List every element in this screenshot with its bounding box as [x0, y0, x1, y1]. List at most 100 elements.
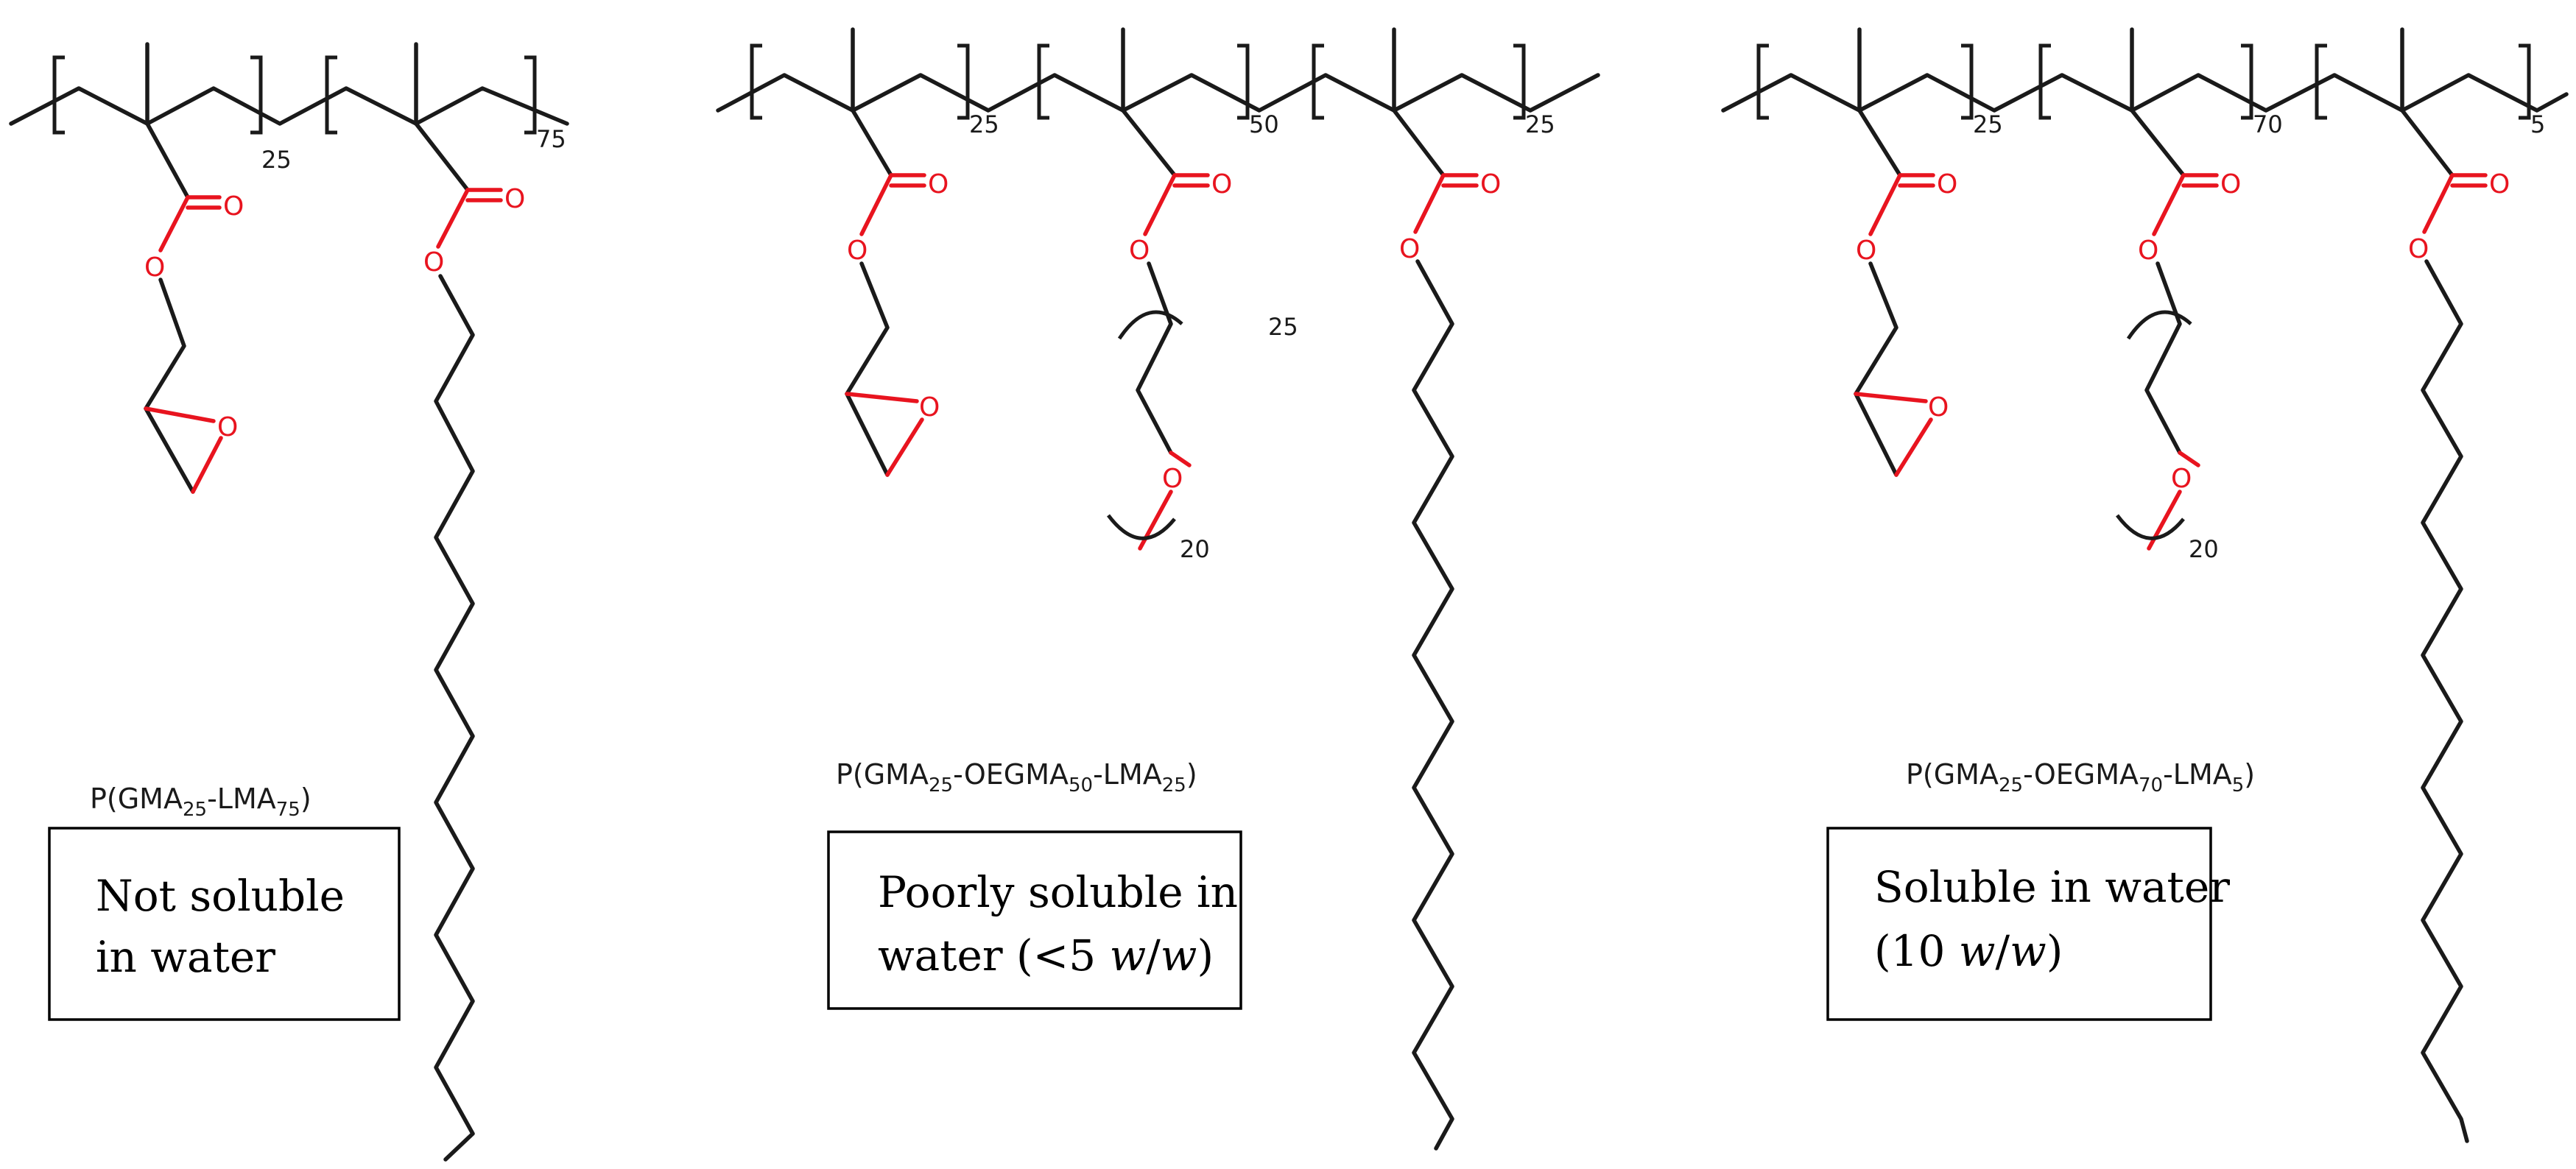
polymer-3-subscript-3: 5: [2530, 110, 2545, 138]
polymer-3-oxygen-ester-2: O: [2138, 236, 2158, 266]
polymer-3-epoxide-bond-a: [1854, 392, 1928, 403]
polymer-2-backbone: [716, 73, 1600, 113]
polymer-1-oxygen-epoxide: O: [217, 412, 238, 442]
polymer-2-bracket-open-1: [750, 43, 762, 120]
polymer-2-epoxide-bond-b: [885, 417, 924, 477]
polymer-2-peg-o-bond-a: [1169, 451, 1192, 467]
polymer-2-bracket-open-3: [1312, 43, 1324, 120]
polymer-1-subscript-1: 25: [261, 146, 292, 174]
polymer-3-lauryl-chain: [2421, 259, 2469, 1143]
polymer-3-subscript-2: 70: [2253, 110, 2283, 138]
polymer-2-oxygen-carbonyl-2: O: [1211, 169, 1232, 199]
polymer-3-bracket-open-1: [1756, 43, 1769, 120]
polymer-1-bracket-open-2: [325, 55, 337, 135]
polymer-3-peg-chain: [2144, 261, 2182, 455]
polymer-2-oxygen-peg: O: [1162, 464, 1183, 494]
polymer-2-bracket-close-3: [1513, 43, 1526, 120]
polymer-3-peg-paren-close: [2116, 514, 2185, 540]
polymer-2-lauryl-chain: [1412, 259, 1454, 1151]
polymer-3-oxygen-epoxide: O: [1928, 392, 1949, 423]
polymer-2-lma-bond: [1392, 108, 1446, 177]
polymer-1-lma-bond: [414, 121, 470, 192]
polymer-2-oxygen-carbonyl-1: O: [928, 169, 949, 199]
polymer-2-lma-ester-bond: [1413, 173, 1446, 234]
polymer-3-gma-ester-bond: [1868, 173, 1902, 236]
polymer-1-oxygen-ester-1: O: [144, 252, 165, 283]
polymer-1-gma-bond: [145, 121, 190, 199]
polymer-1-solubility-line-1: Not soluble: [96, 871, 345, 921]
polymer-3-lma-ester-bond: [2422, 173, 2454, 234]
polymer-3-gma-chain: [1854, 261, 1898, 396]
polymer-3-oxygen-carbonyl-1: O: [1937, 169, 1957, 199]
polymer-1-solubility-box: Not soluble in water: [48, 827, 401, 1021]
polymer-2-peg-chain: [1136, 261, 1173, 455]
polymer-3-gma-bond: [1857, 108, 1902, 177]
polymer-1-oxygen-ester-2: O: [423, 247, 444, 278]
polymer-2-bracket-close-2: [1237, 43, 1250, 120]
polymer-2-subscript-2: 50: [1249, 110, 1279, 138]
polymer-3-solubility-line-2: (10 w/w): [1874, 926, 2063, 976]
polymer-3-bracket-close-1: [1961, 43, 1974, 120]
polymer-2-gma-ester-bond: [859, 173, 893, 236]
polymer-1-bracket-close-2: [524, 55, 537, 135]
polymer-2-structure: O O O O O O O O 25 50 25 25 20: [716, 27, 1600, 1151]
polymer-3-oegma-ester-bond: [2152, 173, 2186, 236]
polymer-1-oxygen-carbonyl-2: O: [504, 184, 525, 214]
polymer-3-oxygen-ester-1: O: [1856, 236, 1876, 266]
polymer-2-oegma-bond: [1121, 108, 1177, 177]
polymer-2-oxygen-ester-1: O: [847, 236, 868, 266]
polymer-3-peg-units-label: 20: [2189, 535, 2219, 563]
polymer-3-peg-o-bond-a: [2178, 451, 2200, 467]
polymer-1-lauryl-chain: [434, 274, 475, 1162]
polymer-2-oxygen-epoxide: O: [919, 392, 940, 423]
polymer-1-backbone: [9, 86, 569, 126]
polymer-2-solubility-line-2: water (<5 w/w): [878, 930, 1214, 981]
polymer-2-bracket-open-2: [1037, 43, 1049, 120]
polymer-1-lma-ester-bond: [436, 188, 470, 249]
polymer-3-oxygen-carbonyl-2: O: [2220, 169, 2241, 199]
polymer-2-peg-units-label: 20: [1180, 535, 1210, 563]
polymer-2-peg-paren-close: [1107, 514, 1176, 540]
polymer-3-solubility-box: Soluble in water (10 w/w): [1826, 827, 2230, 1021]
polymer-3-oxygen-peg: O: [2171, 464, 2192, 494]
polymer-2-oxygen-ester-3: O: [1399, 234, 1420, 264]
polymer-3-bracket-close-3: [2519, 43, 2531, 120]
polymer-2-solubility-box: Poorly soluble in water (<5 w/w): [827, 830, 1242, 1010]
polymer-3-peg-paren-open: [2126, 310, 2192, 340]
polymer-3-oegma-bond: [2130, 108, 2186, 177]
polymer-2-gma-bond: [851, 108, 893, 177]
polymer-3-lma-bond: [2400, 108, 2454, 177]
polymer-1-bracket-open-1: [52, 55, 65, 135]
polymer-2-gma-chain: [845, 261, 890, 396]
polymer-2-oxygen-carbonyl-3: O: [1480, 169, 1501, 199]
polymer-3-oxygen-ester-3: O: [2408, 234, 2429, 264]
polymer-3-structure: O O O O O O O O 25 70 5 20: [1721, 27, 2569, 1143]
polymer-1-subscript-2: 75: [536, 125, 566, 153]
polymer-1-epoxide-bond-a: [144, 406, 216, 423]
polymer-1-gma-chain: [144, 278, 186, 411]
polymer-1-bracket-close-1: [250, 55, 263, 135]
polymer-2-solubility-line-1: Poorly soluble in: [878, 867, 1238, 917]
polymer-3-oxygen-carbonyl-3: O: [2489, 169, 2510, 199]
polymer-3-epoxide-cc: [1854, 392, 1898, 477]
polymer-3-bracket-open-3: [2315, 43, 2327, 120]
polymer-2-peg-repeat-label: 25: [1268, 313, 1298, 341]
polymer-3-name: P(GMA25-OEGMA70-LMA5): [1906, 758, 2255, 797]
polymer-3-bracket-open-2: [2038, 43, 2051, 120]
polymer-2-subscript-3: 25: [1525, 110, 1555, 138]
polymer-2-bracket-close-1: [957, 43, 970, 120]
polymer-1-epoxide-bond-b: [191, 436, 223, 494]
polymer-2-epoxide-bond-a: [845, 392, 919, 403]
polymer-1-solubility-line-2: in water: [96, 932, 275, 982]
polymer-3-solubility-line-1: Soluble in water: [1874, 862, 2230, 912]
polymer-2-epoxide-cc: [845, 392, 890, 477]
polymer-1-epoxide-carbons: [144, 406, 195, 494]
polymer-1-gma-ester-bond: [158, 195, 190, 252]
polymer-1-name: P(GMA25-LMA75): [90, 783, 312, 821]
polymer-3-bracket-close-2: [2241, 43, 2253, 120]
polymer-1-oxygen-carbonyl-1: O: [223, 191, 244, 222]
polymer-1-structure: O O O O O 25 75: [9, 42, 569, 1162]
polymer-3-subscript-1: 25: [1973, 110, 2003, 138]
polymer-2-name: P(GMA25-OEGMA50-LMA25): [836, 758, 1197, 797]
